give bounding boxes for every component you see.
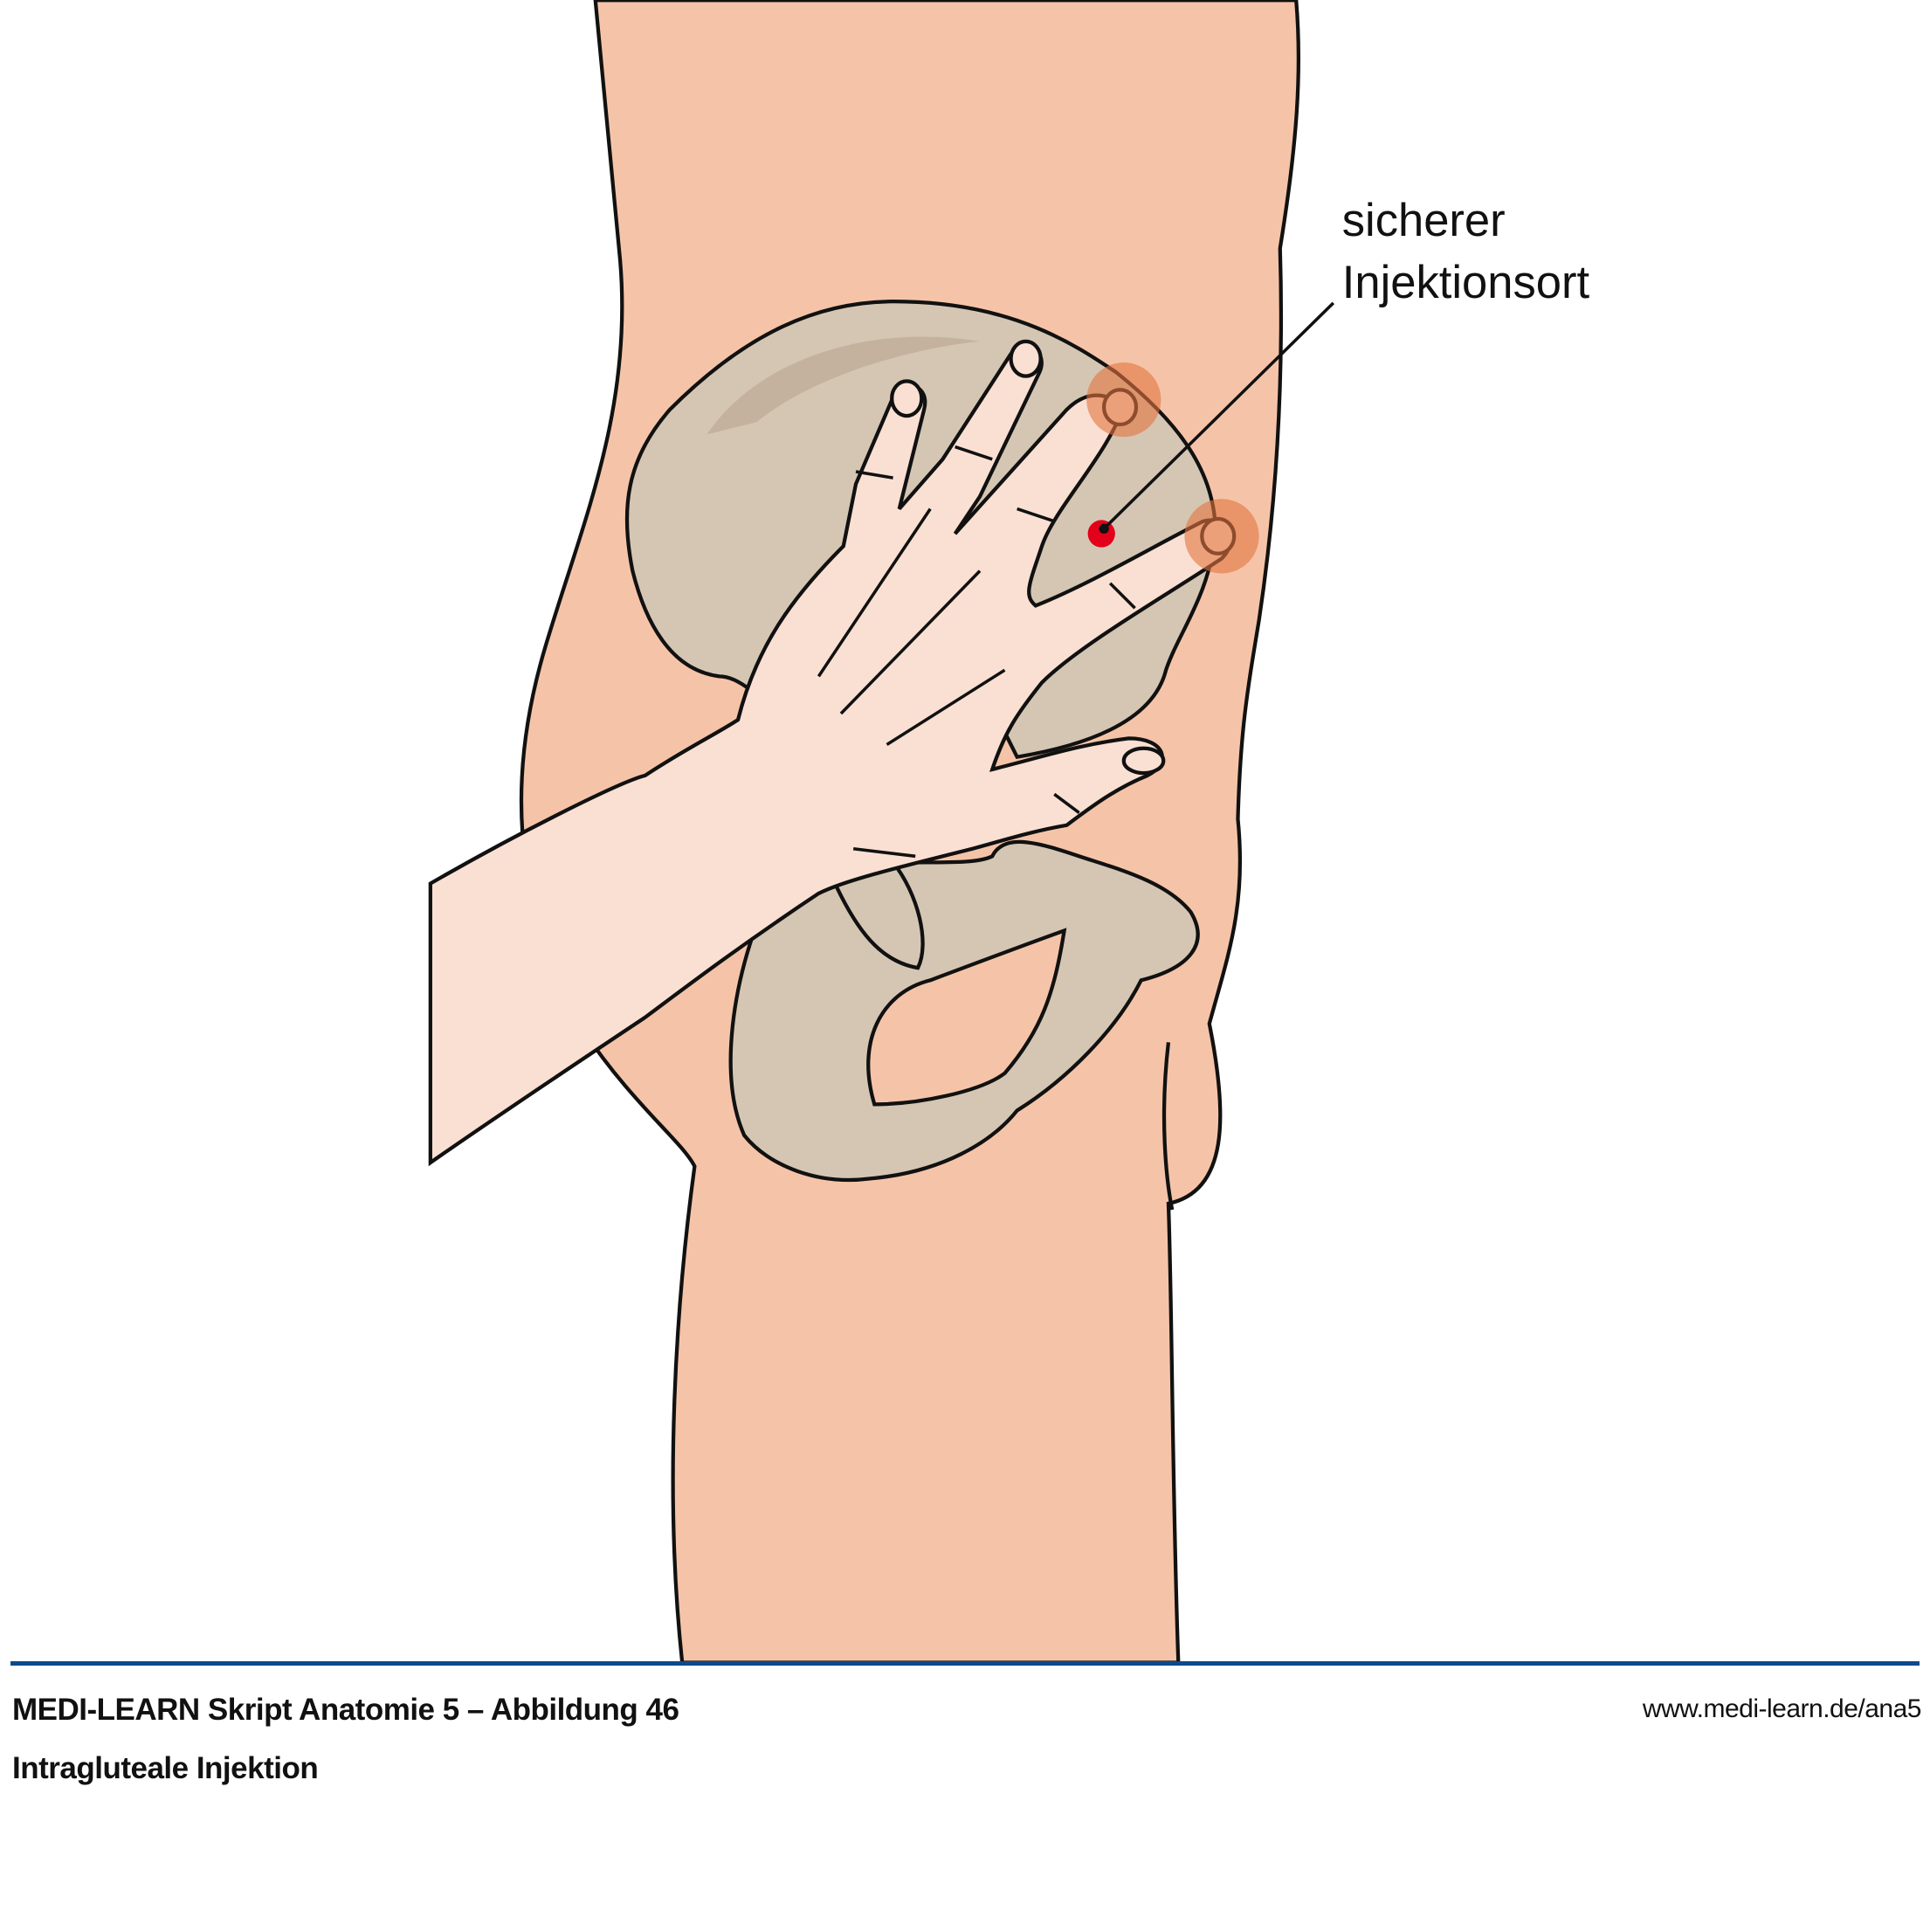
figure-subtitle: Intragluteale Injektion [12,1751,319,1785]
source-url: www.medi-learn.de/ana5 [1642,1694,1922,1723]
ischium [829,861,925,970]
obturator-foramen [866,928,1067,1107]
label-leader-line [1102,301,1335,530]
label-line-1: sicherer [1342,195,1506,246]
palpation-marker-crest [1184,499,1259,574]
injection-site-marker [1087,520,1115,548]
hand-creases [817,445,1136,859]
label-line-2: Injektionsort [1342,257,1590,308]
figure-title: MEDI-LEARN Skript Anatomie 5 – Abbildung… [12,1693,679,1727]
palpation-marker-spina [1086,362,1161,438]
footer-rule [10,1661,1920,1666]
bone-highlight [707,336,981,435]
body-crease [1161,1042,1175,1211]
